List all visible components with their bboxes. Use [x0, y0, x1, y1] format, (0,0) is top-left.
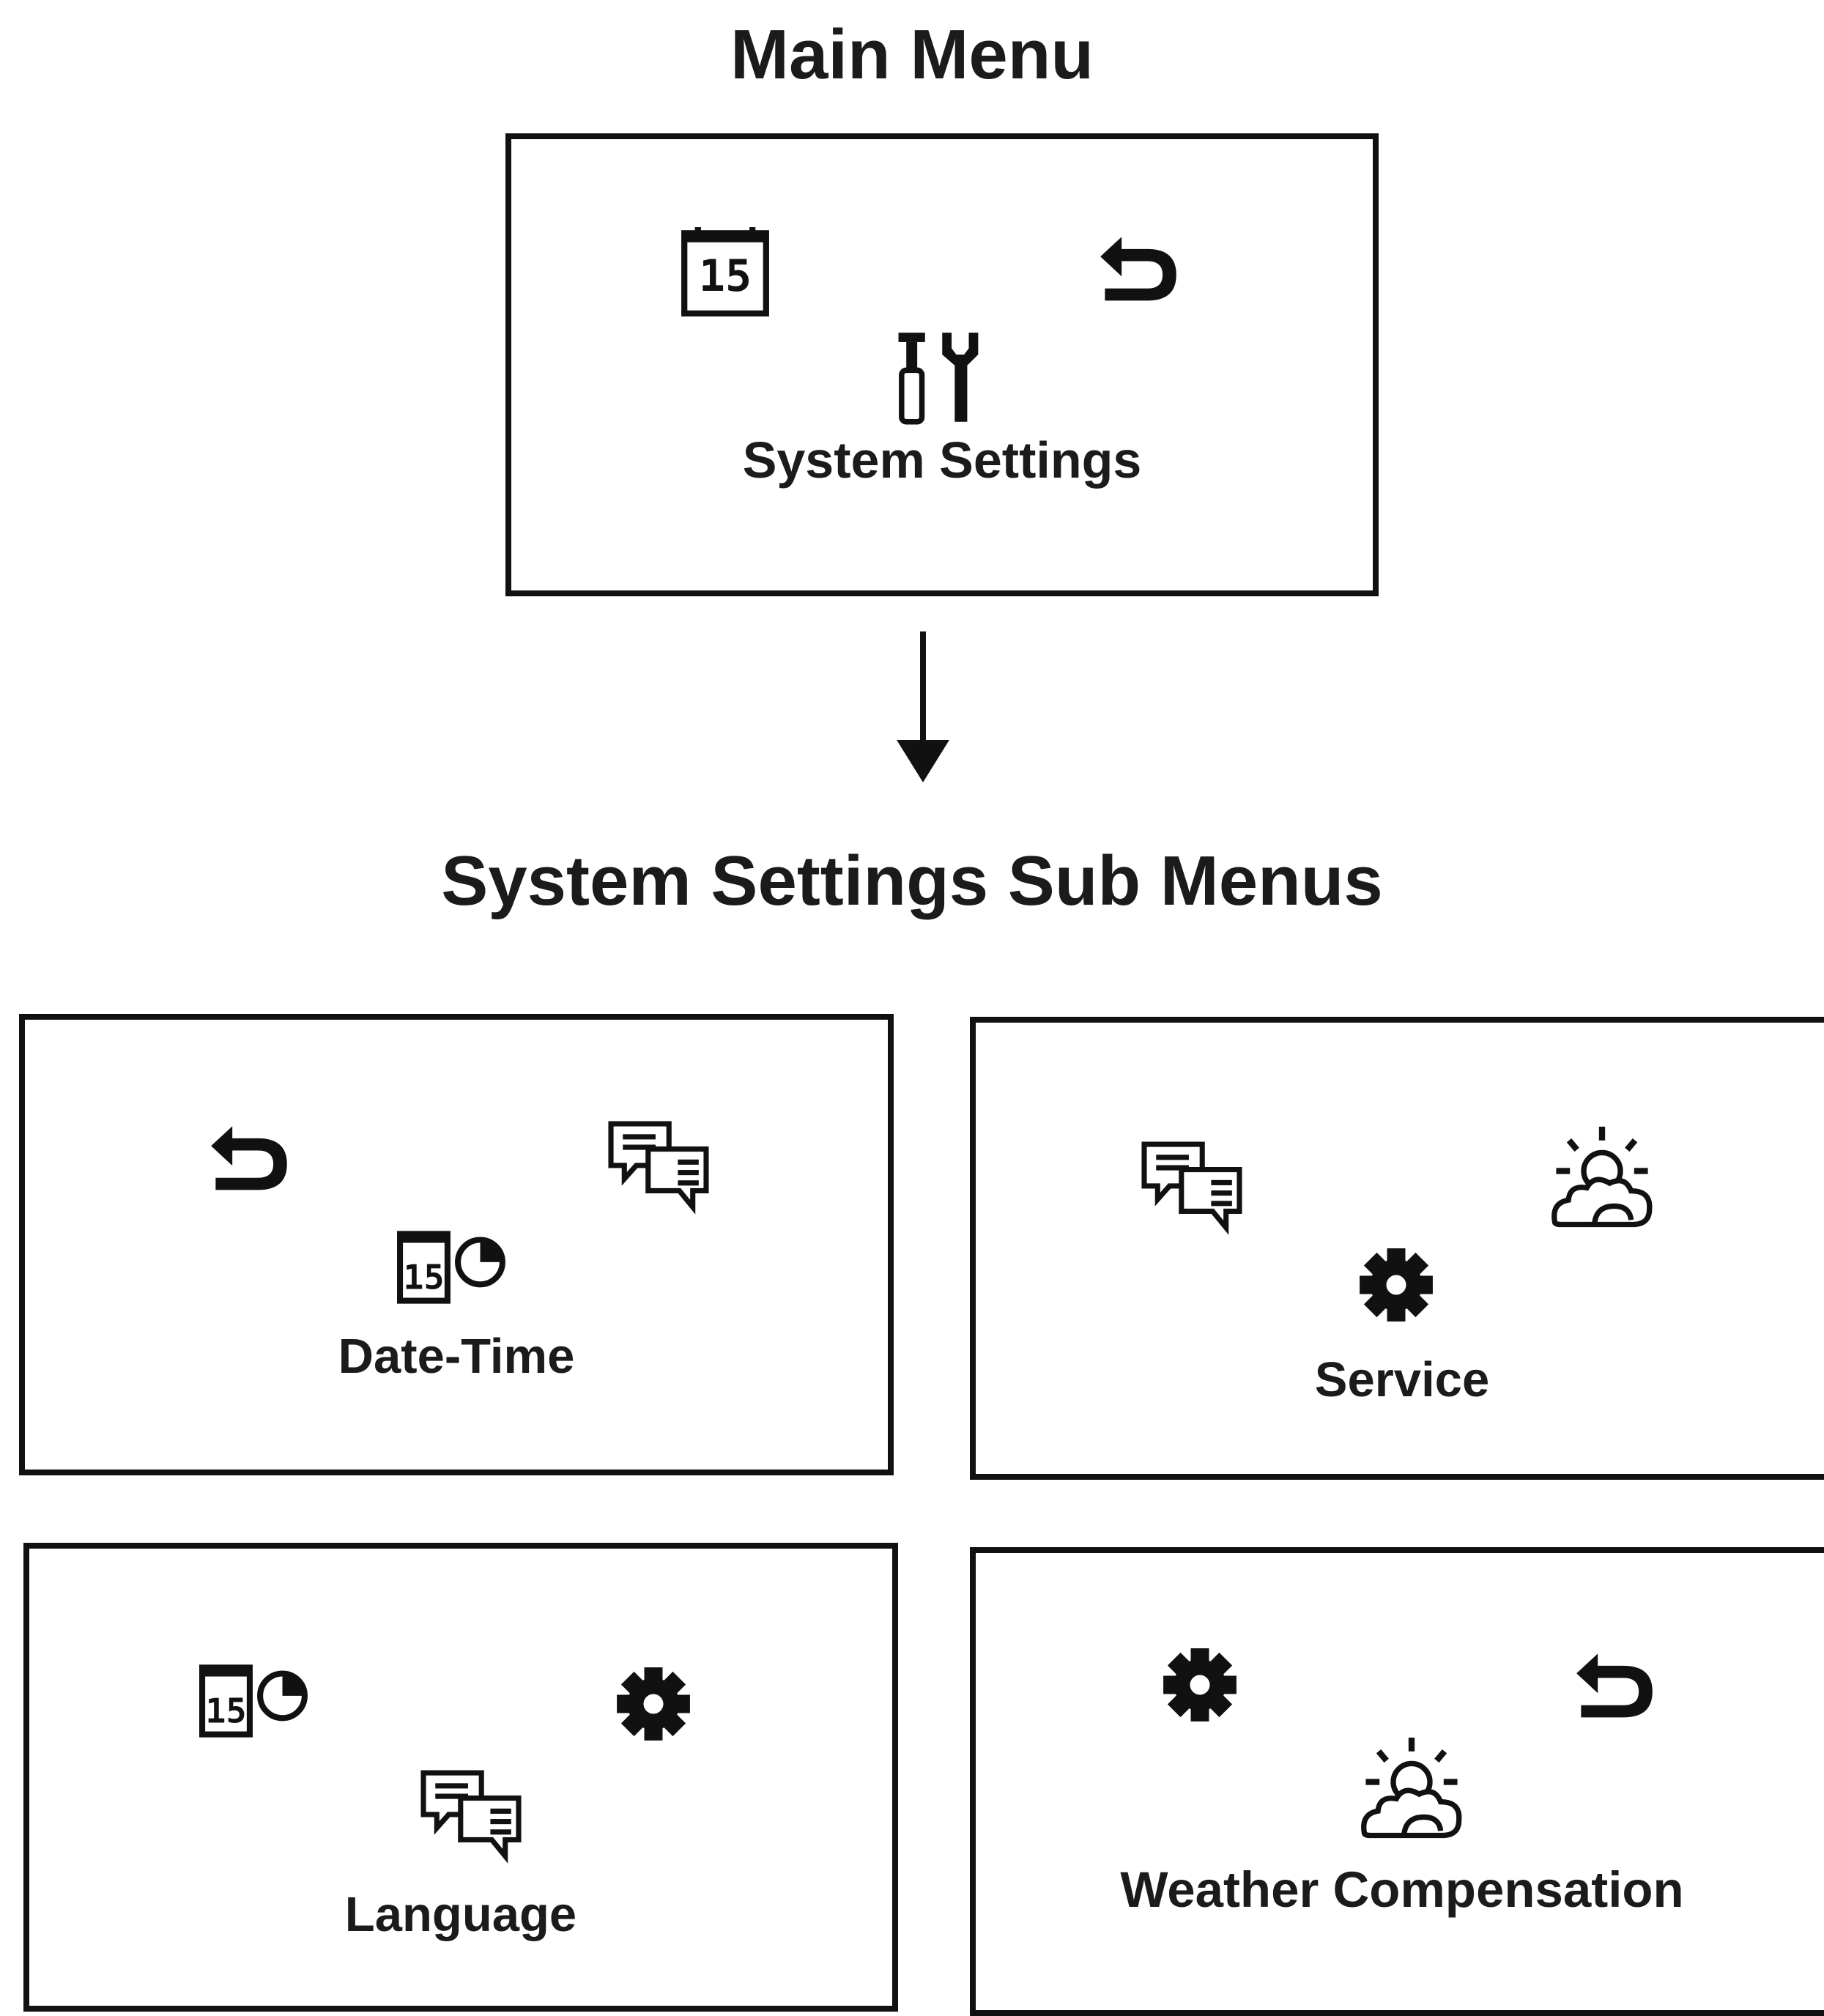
main-menu-title: Main Menu	[730, 15, 1094, 94]
language-screen: Language	[23, 1543, 898, 2012]
tools-icon	[892, 331, 986, 425]
main-menu-screen: System Settings	[505, 133, 1379, 596]
weather-icon	[1358, 1738, 1465, 1845]
gear-icon	[1162, 1647, 1238, 1723]
date-time-icon	[397, 1231, 508, 1305]
system-settings-label: System Settings	[742, 431, 1142, 489]
back-icon	[208, 1122, 292, 1200]
language-icon	[416, 1768, 526, 1865]
service-screen: Service	[970, 1017, 1824, 1480]
language-icon	[604, 1119, 713, 1216]
weather-compensation-label: Weather Compensation	[1120, 1861, 1684, 1918]
calendar-icon	[680, 226, 771, 316]
weather-icon	[1549, 1127, 1656, 1234]
service-label: Service	[1314, 1352, 1490, 1407]
sub-menus-title: System Settings Sub Menus	[441, 842, 1383, 920]
down-arrow-icon	[897, 631, 949, 782]
date-time-label: Date-Time	[338, 1329, 575, 1384]
gear-icon	[1358, 1247, 1434, 1323]
back-icon	[1097, 233, 1181, 311]
date-time-icon	[199, 1664, 311, 1739]
weather-compensation-screen: Weather Compensation	[970, 1547, 1824, 2016]
language-icon	[1137, 1140, 1247, 1237]
back-icon	[1573, 1650, 1657, 1727]
language-label: Language	[344, 1887, 577, 1942]
date-time-screen: Date-Time	[19, 1014, 894, 1475]
gear-icon	[615, 1666, 692, 1742]
